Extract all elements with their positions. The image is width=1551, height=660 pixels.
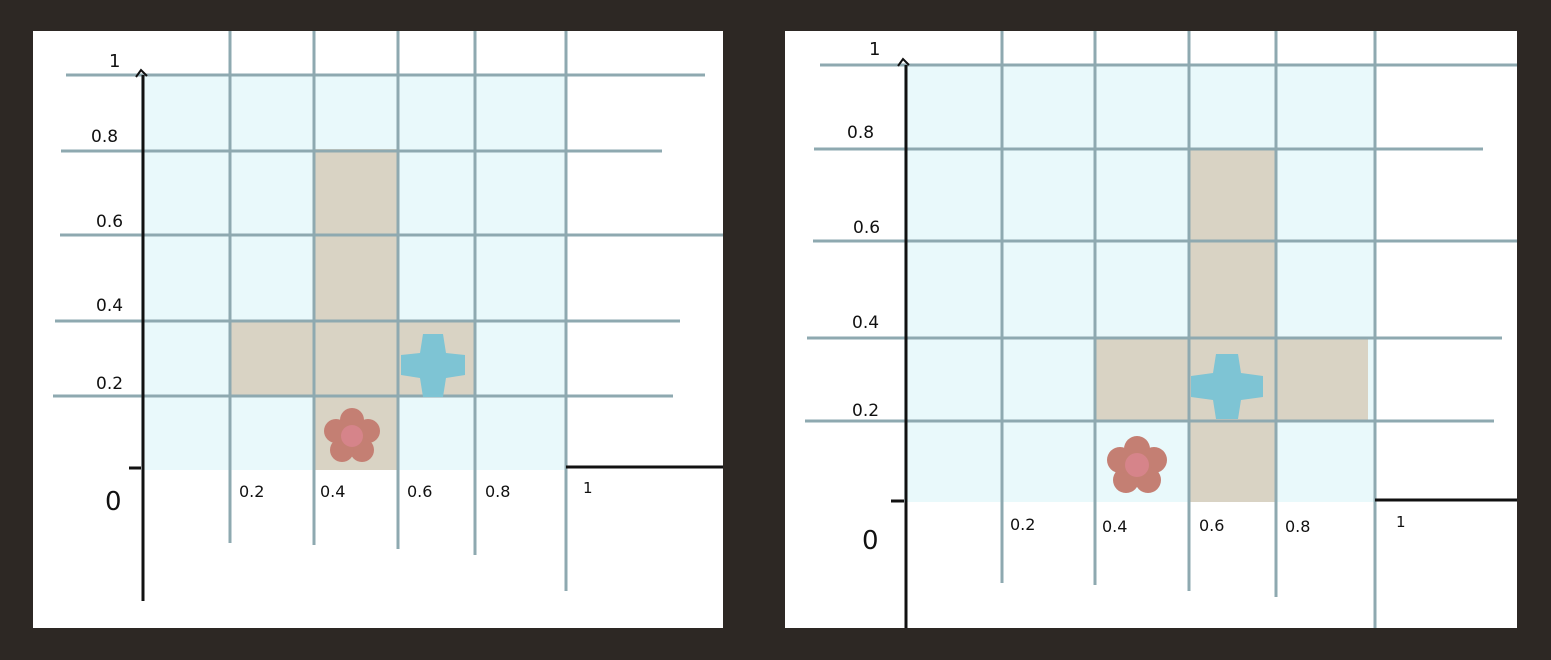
y-tick-label-0.4: 0.4 [96, 296, 123, 316]
x-tick-label-0.8: 0.8 [485, 482, 510, 501]
flower-icon [1107, 436, 1167, 493]
axes [129, 68, 723, 601]
origin-label: 0 [105, 487, 122, 517]
grid-field [904, 65, 1375, 502]
x-tick-label-0.4: 0.4 [1102, 517, 1127, 536]
plus-icon [401, 334, 465, 397]
y-tick-label-0.6: 0.6 [853, 218, 880, 238]
x-tick-label-0.2: 0.2 [239, 482, 264, 501]
x-tick-label-0.6: 0.6 [1199, 516, 1224, 535]
right-grid-diagram: 0 1 0.8 0.6 0.4 0.2 0.2 0.4 0.6 0.8 1 [805, 31, 1517, 628]
y-tick-label-0.6: 0.6 [96, 212, 123, 232]
y-tick-label-0.8: 0.8 [91, 127, 118, 147]
left-grid-diagram: 0 1 0.8 0.6 0.4 0.2 0.2 0.4 0.6 0.8 1 [53, 31, 723, 601]
vertical-grid-lines [228, 31, 568, 591]
y-tick-label-1: 1 [109, 51, 120, 72]
x-tick-label-1: 1 [583, 479, 593, 497]
horizontal-grid-lines [53, 73, 723, 398]
right-grid-panel: 0 1 0.8 0.6 0.4 0.2 0.2 0.4 0.6 0.8 1 [785, 31, 1517, 628]
y-tick-label-0.8: 0.8 [847, 123, 874, 143]
horizontal-grid-lines [805, 63, 1517, 423]
axes [891, 57, 1517, 628]
x-tick-label-0.2: 0.2 [1010, 515, 1035, 534]
x-tick-label-1: 1 [1396, 513, 1406, 531]
y-tick-label-0.2: 0.2 [96, 374, 123, 394]
y-tick-label-0.4: 0.4 [852, 313, 879, 333]
left-grid-panel: 0 1 0.8 0.6 0.4 0.2 0.2 0.4 0.6 0.8 1 [33, 31, 723, 628]
plus-icon [1191, 354, 1263, 419]
x-tick-label-0.4: 0.4 [320, 482, 345, 501]
origin-label: 0 [862, 526, 879, 556]
flower-icon [324, 408, 380, 462]
x-tick-label-0.6: 0.6 [407, 482, 432, 501]
vertical-grid-lines [1000, 31, 1377, 628]
y-tick-label-0.2: 0.2 [852, 401, 879, 421]
x-tick-label-0.8: 0.8 [1285, 517, 1310, 536]
y-tick-label-1: 1 [869, 39, 880, 60]
